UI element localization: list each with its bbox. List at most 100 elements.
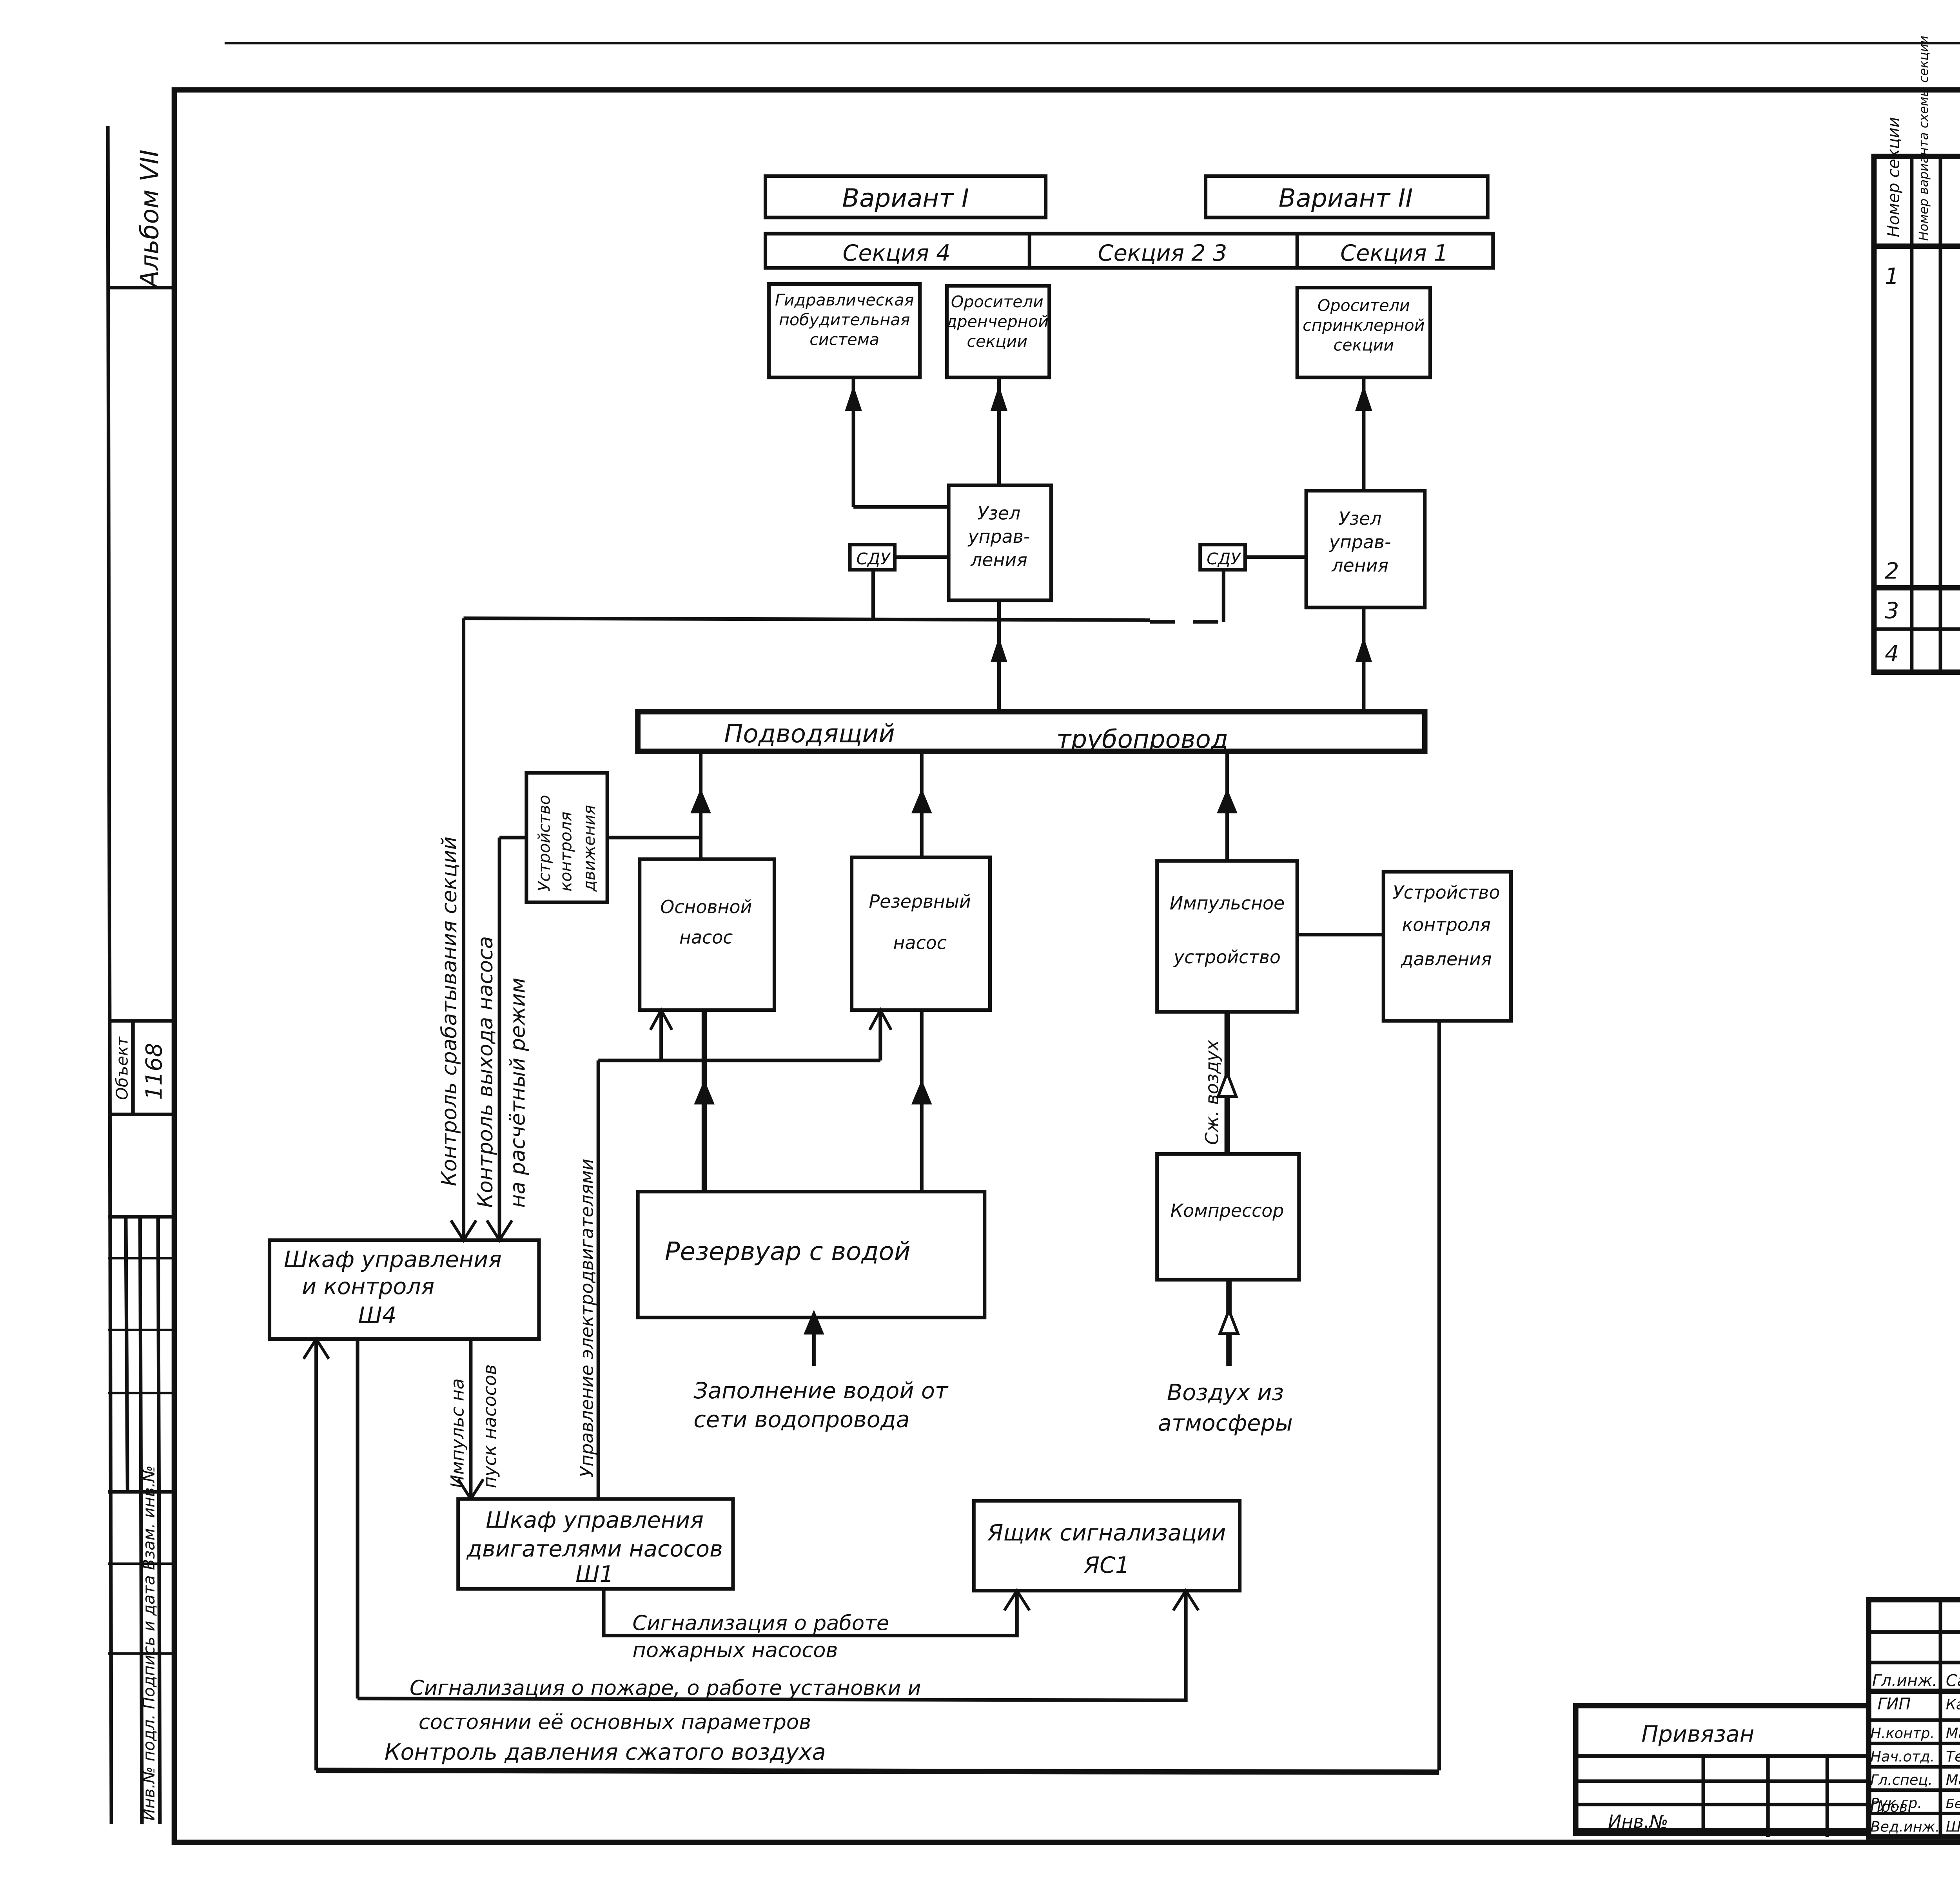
pressure-control-box <box>1381 870 1513 1023</box>
object-label: Объект <box>113 1036 131 1100</box>
section-4-label: Секция 4 <box>843 240 951 266</box>
drencher-line: дренчерной <box>946 312 1049 331</box>
cabinet-sh4-line: Ш4 <box>358 1302 397 1328</box>
signatory-role: Нач.отд. <box>1870 1748 1935 1765</box>
cabinet-sh1-line: Шкаф управления <box>486 1507 704 1533</box>
arrow-up-icon <box>1172 1588 1200 1612</box>
motion-control-line: движения <box>580 805 599 892</box>
sprinkler-line: секции <box>1334 335 1394 354</box>
air-pressure-label: Контроль давления сжатого воздуха <box>385 1739 826 1765</box>
arrow-up-icon <box>302 1336 330 1360</box>
inv-label: Инв.№ <box>1608 1811 1668 1832</box>
sdu-1-label: СДУ <box>856 549 891 568</box>
signatory-role: Пров. <box>1870 1798 1912 1815</box>
main-pump-line: насос <box>679 927 733 948</box>
signatory-name: Маракушин <box>1946 1725 1960 1742</box>
reserve-pump-line: Резервный <box>869 891 971 912</box>
water-fill-label: Заполнение водой от <box>693 1378 949 1404</box>
arrow-up-icon <box>694 1079 715 1105</box>
sections-row <box>763 232 1495 270</box>
drencher-line: Оросители <box>951 292 1044 311</box>
fire-signal-label: Сигнализация о пожаре, о работе установк… <box>410 1676 921 1700</box>
signatory-name: Терентьев <box>1946 1748 1960 1765</box>
cabinet-sh1-line: двигателями насосов <box>466 1536 722 1562</box>
protected-rooms-table: Номер секции Номер варианта схемы секции… <box>1871 36 1960 675</box>
air-source-label: Воздух из <box>1167 1380 1284 1406</box>
control-unit-2-line: ления <box>1331 555 1388 576</box>
control-unit-2-line: Узел <box>1339 508 1382 529</box>
arrow-down-icon <box>450 1220 477 1243</box>
arrow-up-icon <box>845 385 862 411</box>
cell-section: 1 <box>1885 263 1899 290</box>
pressure-control-line: давления <box>1401 948 1492 970</box>
section-2-3-label: Секция 2 3 <box>1098 240 1227 266</box>
section-control-label: Контроль срабатывания секций <box>437 836 461 1186</box>
cell-section: 4 <box>1885 641 1899 667</box>
signatory-name: Сакулин <box>1946 1671 1960 1690</box>
signal-box-line: Ящик сигнализации <box>987 1519 1226 1546</box>
arrow-up-icon <box>1003 1588 1031 1612</box>
impulse-label: Импульс на <box>447 1378 468 1488</box>
main-pump-box <box>638 857 777 1012</box>
water-tank-label: Резервуар с водой <box>665 1237 911 1266</box>
control-unit-1-line: ления <box>970 549 1027 571</box>
sprinkler-line: спринклерной <box>1303 316 1425 335</box>
table-row: 1 II Помещение СТО на 20 постов; комната… <box>1885 263 1899 290</box>
pressure-control-line: контроля <box>1402 914 1491 935</box>
table-row: 4 I Сушильная камера СП-12 6 <box>1885 641 1899 667</box>
arrow-up-icon <box>803 1309 824 1335</box>
signatory-role: Гл.спец. <box>1870 1771 1933 1788</box>
motor-control-label: Управление электродвигателями <box>576 1159 597 1477</box>
variant-2-box <box>1203 174 1490 219</box>
pressure-control-line: Устройство <box>1393 882 1500 903</box>
cabinet-sh4-box <box>267 1238 541 1341</box>
header-variant-no: Номер варианта схемы секции <box>1916 36 1931 241</box>
main-pump-line: Основной <box>660 896 752 917</box>
signatory-name: Шапиро <box>1946 1818 1960 1835</box>
impulse-device-line: Импульсное <box>1170 893 1285 914</box>
section-1-label: Секция 1 <box>1340 240 1448 266</box>
compressor-label: Компрессор <box>1171 1200 1284 1221</box>
arrow-open-icon <box>1218 1306 1240 1335</box>
signal-box-box <box>972 1499 1242 1593</box>
bound-label: Привязан <box>1641 1721 1754 1747</box>
side-stamp-labels: Инв.№ подл. Подпись и дата Взам. инв.№ <box>140 1465 158 1821</box>
pump-signal-label: Сигнализация о работе <box>632 1612 889 1635</box>
impulse-device-line: устройство <box>1173 946 1281 968</box>
signatory-name: Бердичевский <box>1946 1796 1960 1811</box>
arrow-up-icon <box>1217 788 1238 814</box>
arrow-up-icon <box>911 1079 932 1105</box>
album-label: Альбом VII <box>135 150 164 289</box>
motion-control-box <box>524 771 609 904</box>
compressed-air-label: Сж. воздух <box>1201 1040 1223 1145</box>
cell-section: 2 <box>1885 558 1899 584</box>
arrow-up-icon <box>990 385 1007 411</box>
variant-1-label: Вариант I <box>842 183 969 213</box>
signatory-role: ГИП <box>1878 1694 1911 1713</box>
sprinkler-line: Оросители <box>1318 296 1410 315</box>
signatory-list: Гл.инж. Сакулин ГИП Каплинский Н.контр. … <box>1870 1671 1960 1835</box>
arrow-open-icon <box>649 1007 673 1031</box>
cell-section: 3 <box>1885 598 1899 624</box>
hydraulic-system-line: Гидравлическая <box>775 291 914 310</box>
signatory-role: Рук.гр. <box>1870 1795 1922 1812</box>
water-tank-box <box>636 1190 987 1320</box>
arrow-up-icon <box>911 788 932 814</box>
sprinkler-sprinklers-box <box>1295 286 1432 379</box>
variant-2-label: Вариант II <box>1279 183 1413 213</box>
motion-control-line: Устройство <box>535 795 554 891</box>
hydraulic-system-line: система <box>809 330 879 349</box>
arrow-up-icon <box>690 788 711 814</box>
structural-scheme: Вариант I Вариант II Секция 4 Секция 2 3… <box>267 174 1513 1775</box>
control-unit-1-line: Узел <box>978 502 1021 524</box>
sheet-frame: 2 3 Альбом VII Объект 1168 Инв.№ подл. По… <box>106 42 1960 1845</box>
object-number: 1168 <box>141 1043 167 1100</box>
pump-output-label: на расчётный режим <box>506 978 530 1208</box>
pump-output-label: Контроль выхода насоса <box>474 936 497 1208</box>
supply-pipeline-label: трубопровод <box>1056 725 1228 754</box>
signatory-name: Маракушин <box>1946 1771 1960 1788</box>
supply-pipeline-label: Подводящий <box>724 719 895 749</box>
air-source-label: атмосферы <box>1158 1410 1293 1436</box>
control-unit-2-line: управ- <box>1328 531 1391 553</box>
